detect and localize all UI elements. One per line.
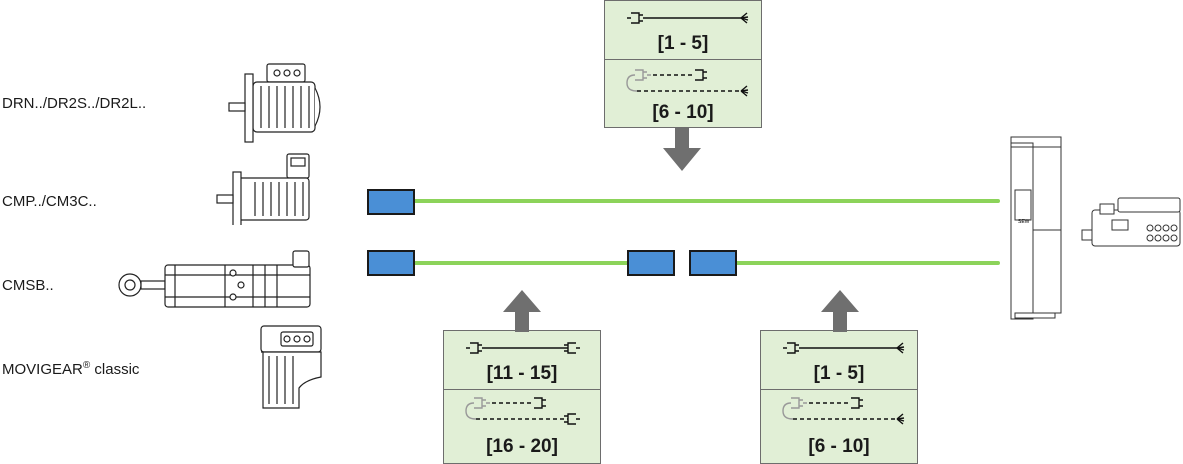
movigear-suffix: classic [90, 361, 140, 378]
range-panel-extension: [6 - 10] [605, 58, 761, 127]
motor-label-drn: DRN../DR2S../DR2L.. [2, 95, 147, 112]
connector-lower-mid-left [627, 250, 675, 276]
range-panel-fixed: [1 - 5] [605, 1, 761, 60]
movigear-name: MOVIGEAR [2, 361, 83, 378]
cable-icon-extension-plug [465, 397, 580, 425]
cmp-motor-illustration [216, 153, 310, 225]
cable-icon-open-end [783, 342, 905, 354]
registered-mark: ® [82, 360, 91, 371]
cable-lower-left [410, 261, 630, 265]
motor-label-movigear: MOVIGEAR® classic [2, 360, 139, 378]
cable-range-box-bottom-right: [1 - 5] [6 - 10] [760, 330, 918, 464]
cable-icon-extension-open-end [626, 69, 749, 97]
range-panel-fixed: [1 - 5] [761, 331, 917, 390]
range-panel-extension: [6 - 10] [761, 388, 917, 463]
motor-label-cmp: CMP../CM3C.. [2, 193, 97, 210]
arrow-up-icon [503, 290, 541, 332]
inverter-illustration: SEW [1010, 136, 1062, 320]
movigear-illustration [260, 325, 322, 409]
cable-lower-right [733, 261, 1000, 265]
inverter-logo: SEW [1018, 219, 1030, 225]
range-label-bottom-left-b: [16 - 20] [486, 436, 558, 457]
range-panel-extension: [16 - 20] [444, 388, 600, 463]
drn-motor-illustration [228, 63, 321, 143]
connector-lower-motor [367, 250, 415, 276]
cable-upper [410, 199, 1000, 203]
cmsb-motor-illustration [118, 250, 311, 308]
decentral-drive-illustration [1081, 197, 1181, 247]
cable-icon-plug-both-ends [466, 342, 580, 354]
cable-icon-open-end [627, 12, 749, 24]
range-label-top-b: [6 - 10] [652, 102, 714, 123]
range-panel-fixed: [11 - 15] [444, 331, 600, 390]
range-label-bottom-right-a: [1 - 5] [813, 363, 865, 384]
cable-range-box-bottom-left: [11 - 15] [16 - 20] [443, 330, 601, 464]
motor-label-cmsb: CMSB.. [2, 277, 54, 294]
cable-icon-extension-open-end [782, 397, 905, 425]
connector-upper-motor [367, 189, 415, 215]
connector-lower-mid-right [689, 250, 737, 276]
range-label-bottom-right-b: [6 - 10] [808, 436, 870, 457]
range-label-bottom-left-a: [11 - 15] [486, 363, 558, 384]
range-label-top-a: [1 - 5] [657, 33, 709, 54]
arrow-up-icon [821, 290, 859, 332]
cable-range-box-top: [1 - 5] [6 - 10] [604, 0, 762, 128]
arrow-down-icon [663, 128, 701, 171]
